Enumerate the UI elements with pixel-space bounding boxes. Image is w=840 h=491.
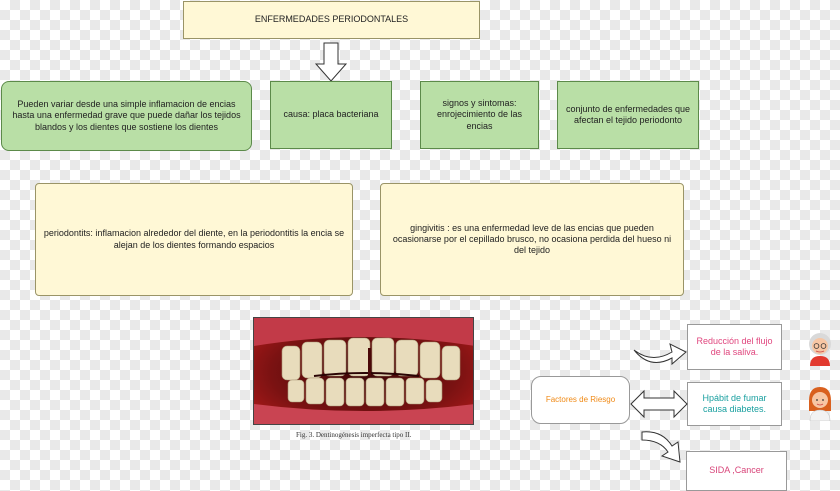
down-arrow-icon	[315, 42, 347, 82]
signos-box: signos y sintomas: enrojecimiento de las…	[420, 81, 539, 149]
causa-text: causa: placa bacteriana	[283, 109, 379, 120]
woman-avatar-icon	[809, 387, 831, 421]
sida-text: SIDA ,Cancer	[709, 465, 764, 476]
fumar-box: Hpábit de fumar causa diabetes.	[687, 382, 782, 426]
variar-text: Pueden variar desde una simple inflamaci…	[12, 99, 241, 132]
saliva-text: Reducción del flujo de la saliva.	[696, 335, 773, 357]
curved-arrow-icon	[633, 343, 687, 366]
page-title: ENFERMEDADES PERIODONTALES	[254, 14, 409, 25]
double-arrow-icon	[630, 389, 688, 419]
grandma-avatar-icon	[809, 333, 831, 366]
sida-box: SIDA ,Cancer	[686, 451, 787, 491]
gingivitis-box: gingivitis : es una enfermedad leve de l…	[380, 183, 684, 296]
risk-factors-label: Factores de Riesgo	[545, 395, 616, 404]
variar-box: Pueden variar desde una simple inflamaci…	[1, 81, 252, 151]
causa-box: causa: placa bacteriana	[270, 81, 392, 149]
fumar-text: Hpábit de fumar causa diabetes.	[702, 392, 767, 414]
title-box: ENFERMEDADES PERIODONTALES	[183, 1, 480, 39]
teeth-illustration	[254, 318, 473, 424]
teeth-photo	[253, 317, 474, 425]
curved-arrow-icon	[641, 431, 681, 463]
conjunto-text: conjunto de enfermedades que afectan el …	[565, 103, 691, 125]
conjunto-box: conjunto de enfermedades que afectan el …	[557, 81, 699, 149]
saliva-box: Reducción del flujo de la saliva.	[687, 324, 782, 370]
signos-text: signos y sintomas: enrojecimiento de las…	[436, 98, 523, 131]
figure-caption: Fig. 3. Dentinogénesis imperfecta tipo I…	[296, 431, 412, 439]
periodontitis-box: periodontits: inflamacion alrededor del …	[35, 183, 353, 296]
gingivitis-text: gingivitis : es una enfermedad leve de l…	[392, 222, 672, 256]
risk-factors-box: Factores de Riesgo	[531, 376, 630, 424]
periodontitis-text: periodontits: inflamacion alrededor del …	[43, 228, 345, 250]
